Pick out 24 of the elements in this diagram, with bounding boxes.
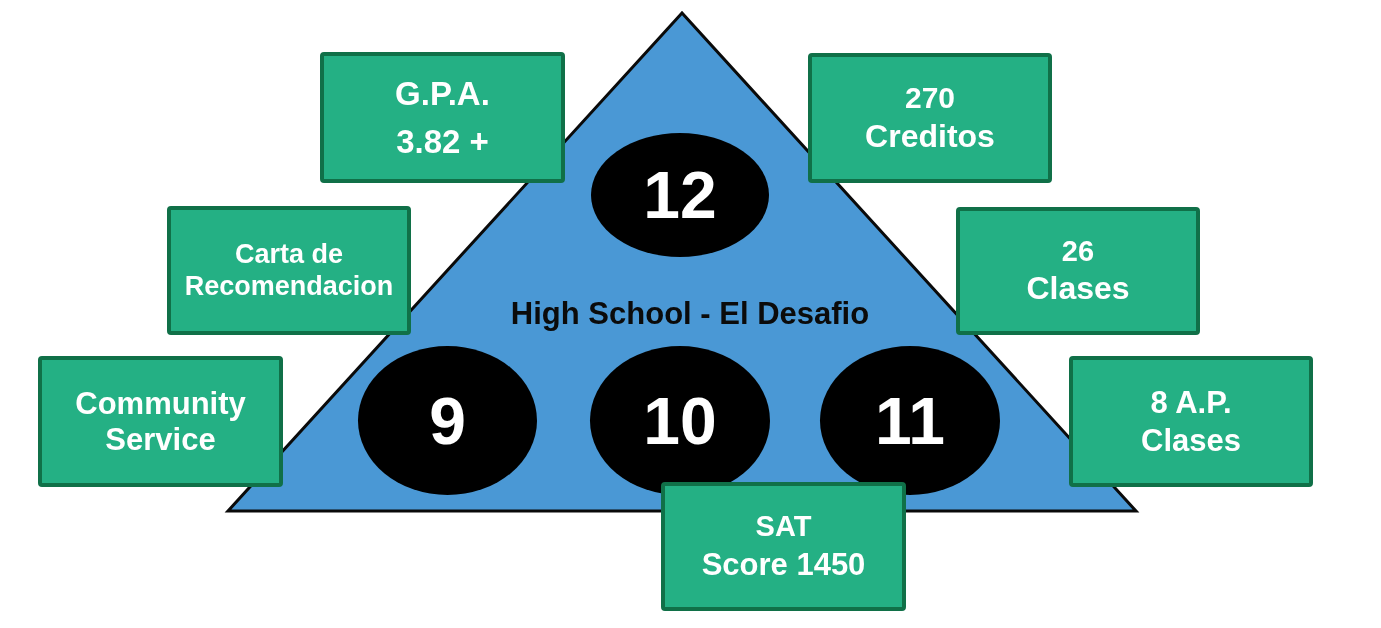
card-text: Creditos [865, 117, 995, 155]
card-text: 3.82 + [396, 122, 489, 161]
grade-number: 9 [429, 387, 466, 454]
grade-number: 11 [875, 387, 945, 454]
card-heading: 26 [1061, 234, 1095, 269]
card-text: Carta de Recomendacion [184, 239, 394, 302]
info-card [956, 207, 1200, 335]
card-text: Score 1450 [701, 547, 866, 583]
card-text: Clases [1141, 422, 1241, 459]
info-card [808, 53, 1052, 183]
grade-number: 10 [643, 387, 717, 454]
card-heading: SAT [755, 510, 812, 544]
info-card [661, 482, 906, 611]
info-card [38, 356, 283, 487]
card-text: Clases [1026, 270, 1130, 308]
card-heading: 8 A.P. [1150, 384, 1232, 421]
card-text: Community Service [74, 385, 247, 458]
info-card [1069, 356, 1313, 487]
card-heading: G.P.A. [395, 74, 490, 113]
grade-number: 12 [643, 162, 717, 228]
pyramid-title: High School - El Desafio [510, 295, 870, 333]
card-heading: 270 [904, 81, 956, 116]
info-card [320, 52, 565, 183]
info-card [167, 206, 411, 335]
